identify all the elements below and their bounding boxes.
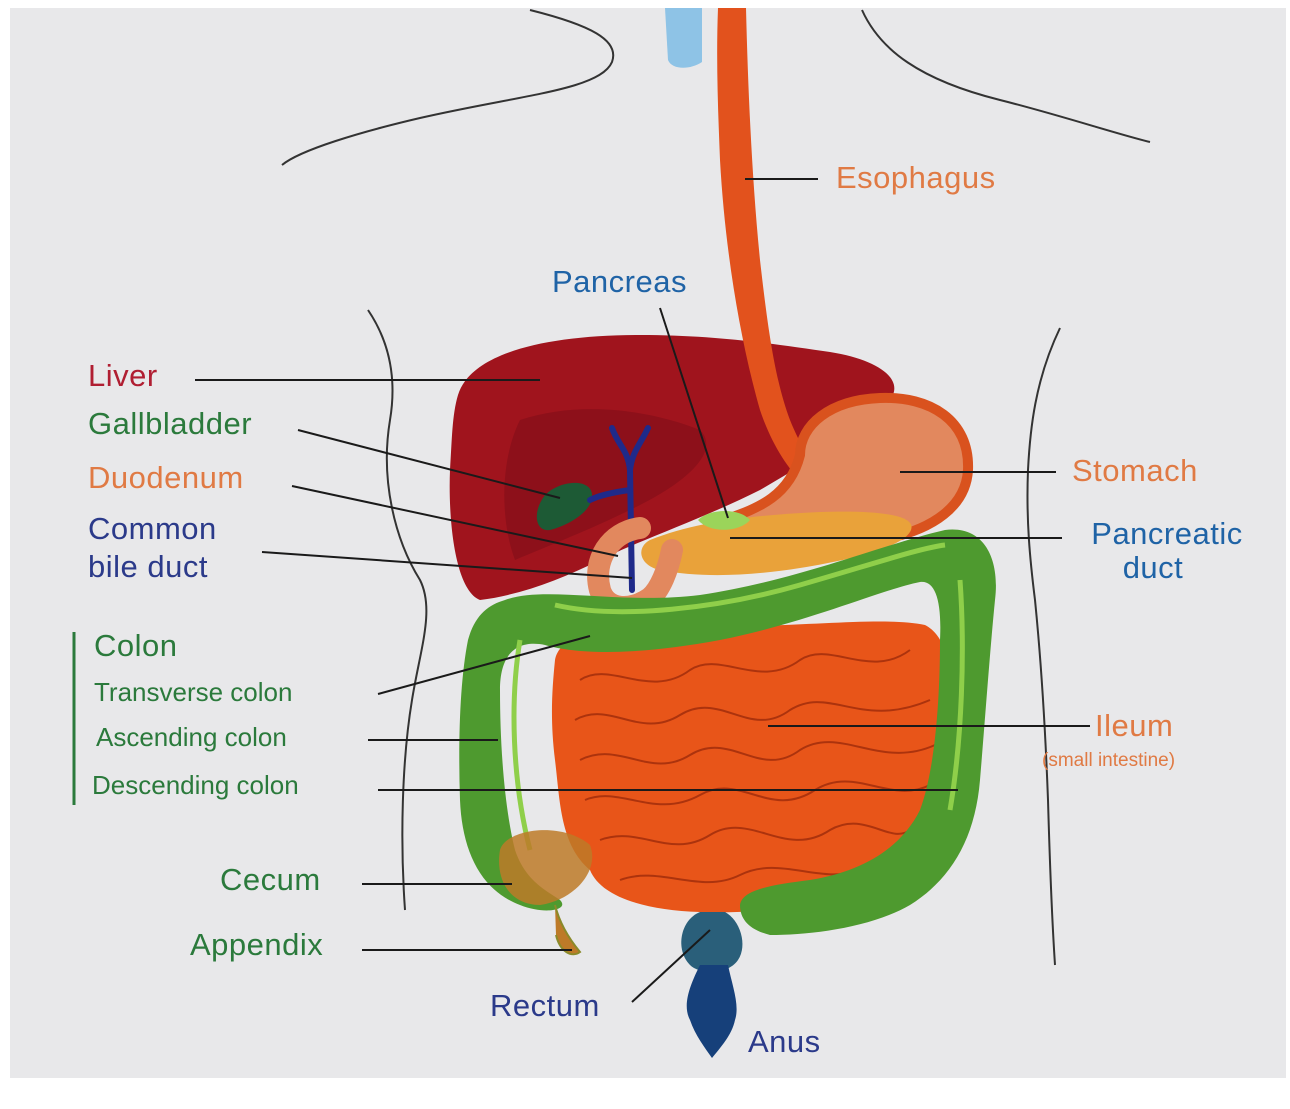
label-transverse-colon: Transverse colon: [94, 679, 292, 705]
label-ascending-colon: Ascending colon: [96, 724, 287, 750]
label-ileum: Ileum: [1095, 710, 1173, 741]
trachea-shape: [665, 8, 702, 68]
label-duodenum: Duodenum: [88, 462, 244, 493]
label-rectum: Rectum: [490, 990, 600, 1021]
label-common-bile-duct-line1: Common: [88, 513, 217, 544]
label-liver: Liver: [88, 360, 158, 391]
label-descending-colon: Descending colon: [92, 772, 299, 798]
rectum-shape: [681, 912, 742, 972]
label-anus: Anus: [748, 1026, 821, 1057]
label-common-bile-duct-line2: bile duct: [88, 551, 208, 582]
label-colon: Colon: [94, 630, 178, 661]
label-ileum-subtitle: (small intestine): [1042, 751, 1175, 770]
label-gallbladder: Gallbladder: [88, 408, 252, 439]
label-pancreatic-duct-line1: Pancreatic: [1072, 518, 1262, 549]
label-pancreas: Pancreas: [552, 266, 687, 297]
label-pancreatic-duct-line2: duct: [1072, 552, 1234, 583]
label-esophagus: Esophagus: [836, 162, 996, 193]
label-stomach: Stomach: [1072, 455, 1198, 486]
label-cecum: Cecum: [220, 864, 321, 895]
label-appendix: Appendix: [190, 929, 323, 960]
